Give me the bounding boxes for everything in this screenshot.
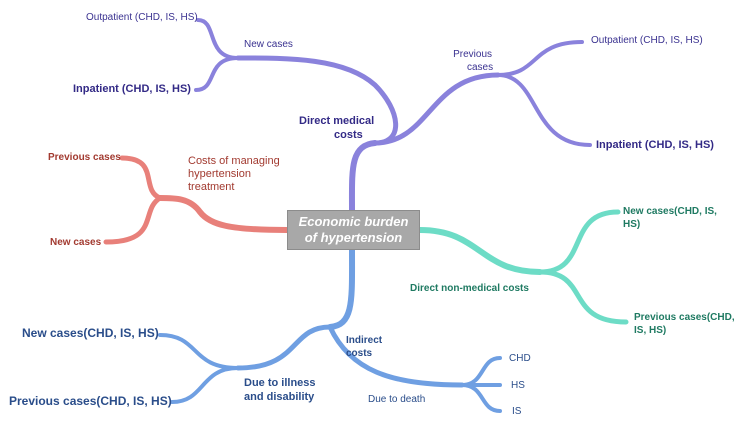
label-line: Due to illness — [244, 377, 316, 389]
label-line: New cases(CHD, IS, — [623, 206, 717, 217]
due-to-illness-label[interactable]: Due to illness and disability — [244, 376, 316, 404]
branch-illness-to-previous — [170, 366, 240, 404]
branch-indirect-to-illness — [235, 324, 333, 371]
direct-medical-previous-cases[interactable]: Previous cases — [452, 48, 493, 74]
direct-medical-costs-label[interactable]: Direct medical costs — [299, 114, 374, 142]
direct-non-medical-costs-label[interactable]: Direct non-medical costs — [410, 283, 529, 294]
label-line: costs — [346, 348, 373, 359]
label-line: IS, HS) — [634, 325, 667, 336]
death-chd[interactable]: CHD — [509, 353, 531, 364]
label-line: Indirect — [346, 335, 383, 346]
branch-death-to-is — [460, 383, 502, 413]
label-line: Costs of managing — [188, 155, 280, 167]
non-medical-previous-cases[interactable]: Previous cases(CHD, IS, HS) — [634, 311, 735, 337]
managing-new-cases[interactable]: New cases — [50, 237, 102, 248]
label-line: hypertension — [188, 168, 251, 180]
branch-center-to-non-medical — [417, 227, 543, 275]
branch-managing-to-new — [103, 195, 163, 245]
direct-medical-branches — [194, 18, 592, 213]
branch-non-medical-to-previous — [537, 269, 629, 325]
due-to-death-label[interactable]: Due to death — [368, 394, 426, 405]
label-line: and disability — [244, 391, 315, 403]
branch-new-cases-to-outpatient — [196, 18, 240, 60]
label-line: cases — [467, 62, 494, 73]
branch-indirect-to-death — [327, 324, 465, 388]
indirect-branches — [158, 247, 502, 413]
branch-previous-to-inpatient — [496, 73, 592, 147]
costs-of-managing-label[interactable]: Costs of managing hypertension treatment — [188, 155, 280, 194]
branch-previous-to-outpatient — [496, 40, 584, 77]
central-topic[interactable]: Economic burden of hypertension — [287, 210, 420, 250]
branch-center-to-direct-medical — [348, 140, 378, 213]
non-medical-branches — [417, 209, 629, 325]
branch-managing-to-previous — [119, 155, 163, 201]
branch-direct-medical-to-new-cases — [235, 55, 399, 146]
label-line: HS) — [623, 219, 641, 230]
death-is[interactable]: IS — [512, 406, 522, 417]
central-topic-line1: Economic burden — [298, 214, 409, 230]
indirect-costs-label[interactable]: Indirect costs — [346, 334, 382, 360]
branch-center-to-indirect — [327, 247, 356, 330]
label-line: Direct medical — [299, 115, 375, 127]
label-line: treatment — [188, 181, 235, 193]
label-line: costs — [334, 129, 363, 141]
central-topic-line2: of hypertension — [304, 230, 403, 245]
indirect-new-cases[interactable]: New cases(CHD, IS, HS) — [22, 326, 159, 340]
branch-non-medical-to-new — [537, 209, 621, 275]
outpatient-previous-cases[interactable]: Outpatient (CHD, IS, HS) — [591, 35, 703, 46]
branch-illness-to-new — [158, 333, 240, 370]
death-hs[interactable]: HS — [511, 380, 525, 391]
label-line: Previous cases(CHD, — [634, 312, 735, 323]
indirect-previous-cases[interactable]: Previous cases(CHD, IS, HS) — [9, 394, 172, 408]
non-medical-new-cases[interactable]: New cases(CHD, IS, HS) — [623, 205, 717, 231]
inpatient-previous-cases[interactable]: Inpatient (CHD, IS, HS) — [596, 139, 714, 151]
branch-center-to-managing — [157, 195, 290, 233]
managing-branches — [103, 155, 290, 245]
label-line: Previous — [453, 49, 493, 60]
branch-death-to-chd — [460, 356, 502, 387]
direct-medical-new-cases[interactable]: New cases — [244, 39, 293, 50]
managing-previous-cases[interactable]: Previous cases — [48, 152, 121, 163]
branch-new-cases-to-inpatient — [194, 56, 240, 92]
outpatient-new-cases[interactable]: Outpatient (CHD, IS, HS) — [86, 12, 198, 23]
inpatient-new-cases[interactable]: Inpatient (CHD, IS, HS) — [73, 83, 191, 95]
branch-direct-medical-to-previous — [372, 72, 501, 146]
